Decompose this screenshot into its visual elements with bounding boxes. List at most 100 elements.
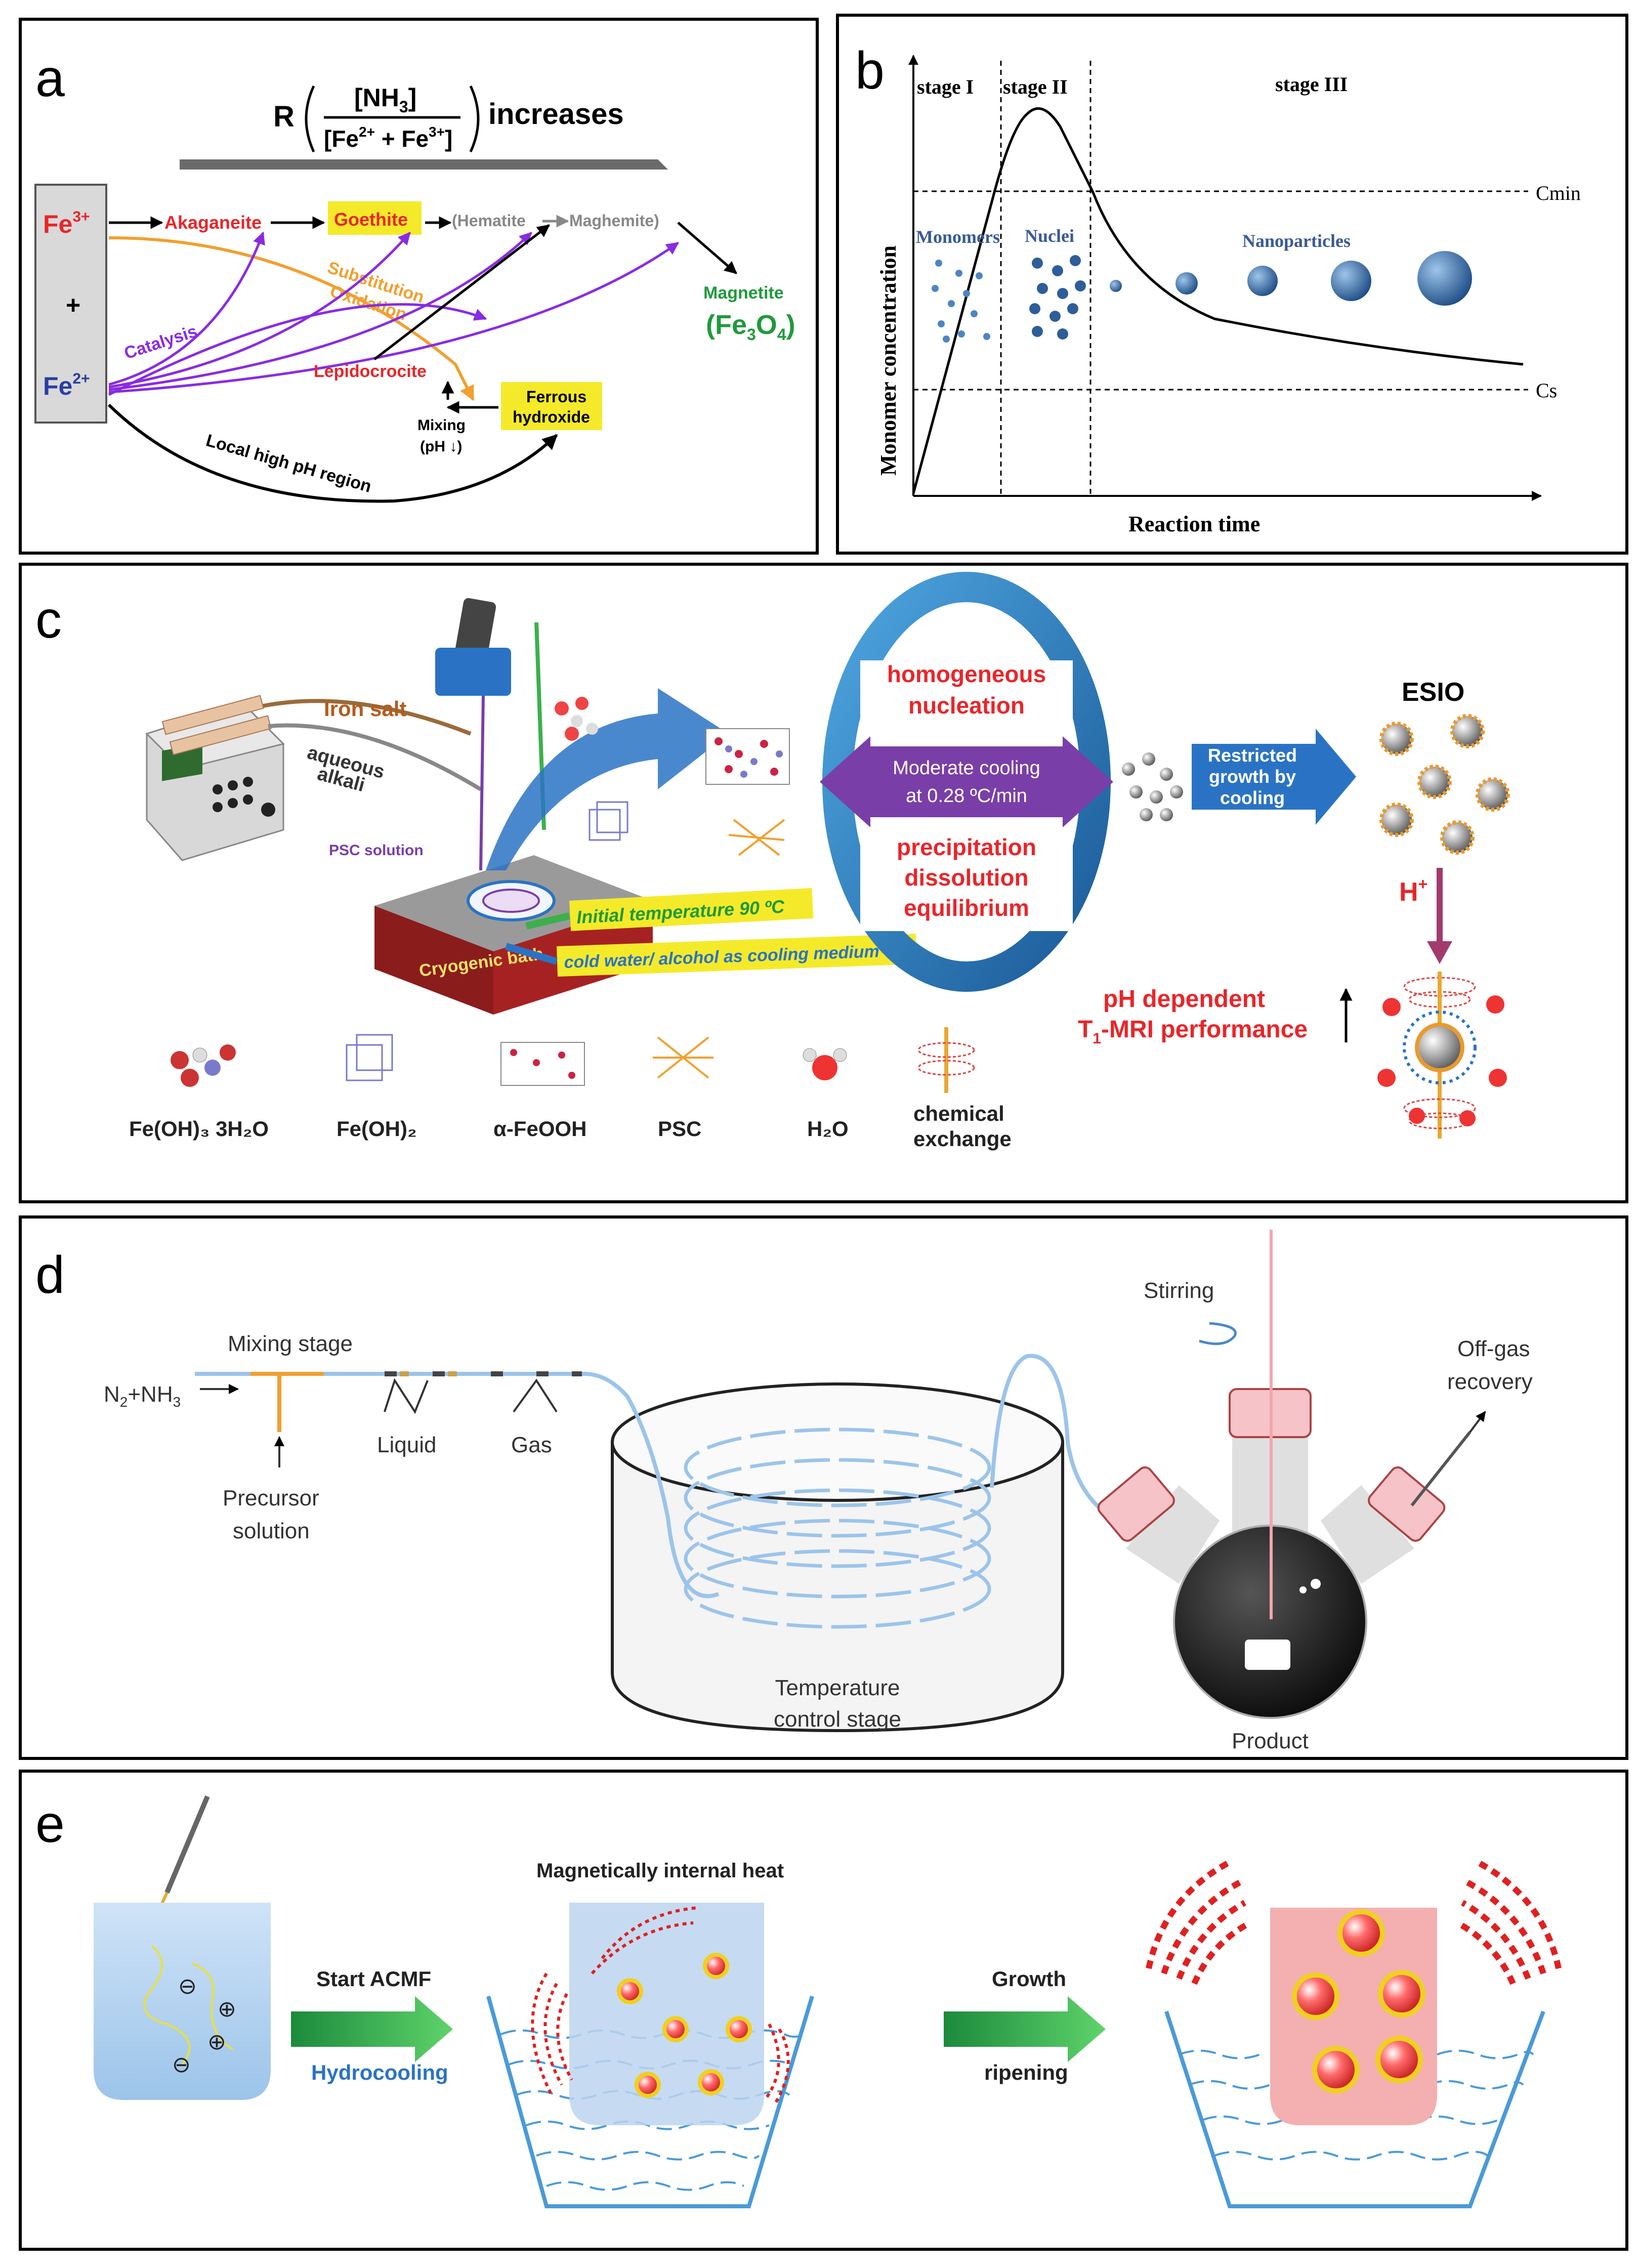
restricted-growth-arrow — [1192, 729, 1356, 825]
n2nh3-label: N2+NH3 — [104, 1382, 181, 1410]
stir-rotation-icon — [1199, 1322, 1237, 1346]
catalysis-path-5 — [108, 303, 487, 396]
ratio-prefix: R — [273, 100, 295, 133]
ion-1: ⊖ — [178, 1974, 197, 1999]
ferrous-label-2: hydroxide — [513, 408, 590, 426]
fe3-label: Fe3+ — [43, 208, 90, 238]
polymer-strands — [143, 1945, 234, 2066]
homogeneous-label: homogeneous — [887, 661, 1046, 687]
product-label: Product — [1232, 1729, 1309, 1753]
middle-heat-arcs — [531, 1906, 790, 2106]
ratio-paren-right — [469, 85, 480, 153]
y-axis-label: Monomer concentration — [876, 245, 901, 476]
panel-d: d Mixing stage N2+NH3 Precursor solution… — [19, 1215, 1628, 1760]
psc-solution-label: PSC solution — [329, 842, 424, 859]
goethite-label: Goethite — [334, 209, 408, 230]
increase-arrow — [180, 159, 668, 170]
legend-feoh2: Fe(OH)₂ — [337, 1117, 417, 1141]
product-flask: Product — [1097, 1230, 1486, 1753]
offgas-label-1: Off-gas — [1457, 1336, 1530, 1361]
nuclei-cluster — [1122, 752, 1183, 821]
fe2-label: Fe2+ — [43, 370, 90, 400]
legend-psc: PSC — [658, 1117, 701, 1141]
restricted-label-1: Restricted — [1208, 745, 1297, 766]
moderate-cooling-arrow — [820, 736, 1113, 827]
start-acmf-label: Start ACMF — [316, 1967, 431, 1991]
hematite-label: (Hematite — [452, 212, 526, 230]
monomers-label: Monomers — [916, 227, 1000, 247]
panel-c-frame — [19, 563, 1628, 1203]
legend-h2o: H₂O — [807, 1117, 849, 1141]
ratio-numerator: [NH3] — [354, 83, 416, 116]
restricted-label-2: growth by — [1209, 766, 1296, 787]
ripening-label: ripening — [984, 2061, 1068, 2084]
panel-c-label: c — [35, 591, 62, 649]
initial-temp-box — [569, 888, 814, 931]
iron-ion-box — [34, 184, 107, 424]
magnetically-heat-label: Magnetically internal heat — [536, 1860, 784, 1882]
fe3o4-label: (Fe3O4) — [706, 310, 795, 344]
liquid-label: Liquid — [377, 1433, 436, 1457]
catalysis-path-1 — [108, 231, 265, 386]
panel-a-label: a — [35, 49, 65, 108]
overhead-stirrer — [435, 598, 546, 871]
legend-exchange: exchange — [913, 1127, 1012, 1151]
nanoparticles-label: Nanoparticles — [1242, 231, 1351, 251]
esio-particles — [1379, 714, 1510, 855]
molecule-cluster-top — [555, 697, 598, 741]
panel-e-label: e — [35, 1795, 65, 1854]
moderate-cooling-label-1: Moderate cooling — [893, 758, 1040, 779]
legend-chemical: chemical — [913, 1102, 1004, 1125]
stirring-label: Stirring — [1144, 1278, 1214, 1303]
moderate-cooling-label-2: at 0.28 ºC/min — [906, 785, 1027, 807]
legend-feooh: α-FeOOH — [493, 1117, 587, 1141]
right-heat-arcs — [1146, 1859, 1562, 1985]
plus-sign: + — [66, 291, 80, 319]
local-ph-path — [107, 403, 558, 503]
x-axis-label: Reaction time — [1128, 512, 1260, 536]
cube-structure-mid — [589, 801, 628, 841]
middle-beaker — [569, 1903, 764, 2125]
temp-control-label-1: Temperature — [775, 1675, 900, 1700]
precipitation-label: precipitation — [897, 834, 1036, 860]
cooling-medium-box — [557, 934, 917, 977]
lepidocrocite-label: Lepidocrocite — [314, 362, 427, 381]
growth-label: Growth — [992, 1967, 1066, 1991]
gas-label: Gas — [511, 1433, 552, 1457]
ion-4: ⊖ — [172, 2052, 191, 2077]
nanoparticle-balls — [1110, 251, 1472, 306]
monomer-dots — [932, 260, 990, 343]
mri-particle — [1377, 972, 1507, 1139]
mixing-stage-label: Mixing stage — [228, 1331, 353, 1356]
right-particles — [1292, 1909, 1425, 2093]
ion-2: ⊕ — [218, 1997, 236, 2022]
precursor-label-2: solution — [233, 1519, 310, 1543]
h-plus-label: H+ — [1399, 875, 1427, 907]
stage-1-label: stage I — [917, 75, 974, 98]
ferrous-label-1: Ferrous — [526, 388, 586, 406]
precursor-label-1: Precursor — [223, 1486, 319, 1510]
concentration-curve — [912, 107, 1524, 494]
akaganeite-label: Akaganeite — [164, 212, 262, 233]
panel-c: c Iron salt aqueous alkali — [19, 563, 1628, 1203]
catalysis-path-3 — [108, 232, 532, 391]
ion-3: ⊕ — [207, 2030, 226, 2054]
panel-d-label: d — [35, 1246, 65, 1305]
pump-display — [162, 743, 202, 781]
panel-a-frame — [19, 18, 819, 555]
right-bath — [1164, 2010, 1545, 2208]
legend-feoh3: Fe(OH)₃ 3H₂O — [129, 1117, 269, 1141]
panel-a: a R [NH3] [Fe2+ + Fe3+] increases Fe3+ +… — [19, 18, 819, 555]
goethite-box — [328, 201, 422, 235]
big-blue-arrow — [486, 688, 729, 870]
catalysis-path-4 — [108, 241, 680, 394]
restricted-label-3: cooling — [1220, 787, 1285, 808]
cs-label: Cs — [1536, 379, 1557, 402]
nuclei-label: Nuclei — [1025, 226, 1074, 246]
panel-b: b Monomer concentration Reaction time Cm… — [836, 14, 1628, 555]
nucleation-label: nucleation — [908, 692, 1025, 719]
stage-3-label: stage III — [1275, 73, 1348, 96]
maghemite-label: Maghemite) — [569, 212, 659, 230]
ratio-denominator: [Fe2+ + Fe3+] — [324, 124, 452, 152]
